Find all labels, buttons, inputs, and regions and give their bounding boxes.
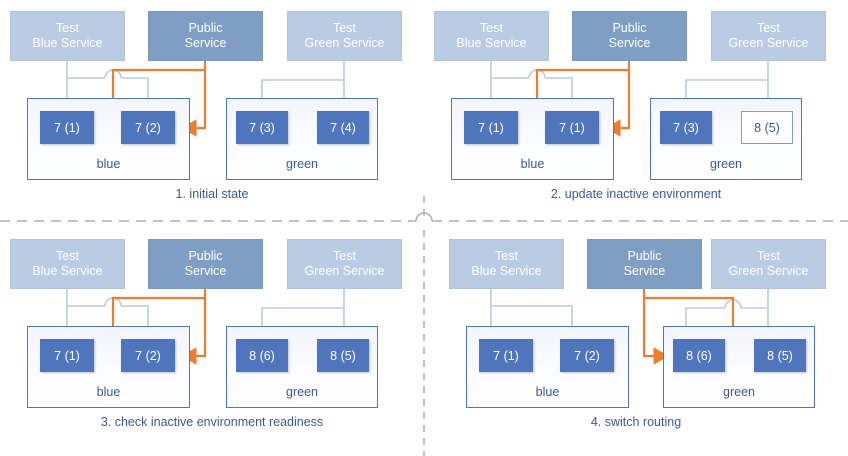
instance-blue-2[interactable]: 7 (2)	[560, 339, 614, 372]
panel-caption: 3. check inactive environment readiness	[100, 415, 324, 429]
service-public[interactable]: Public Service	[148, 239, 263, 289]
panel-caption: 2. update inactive environment	[550, 187, 722, 201]
instance-blue-1[interactable]: 7 (1)	[464, 111, 518, 144]
environment-blue-label: blue	[535, 385, 560, 399]
instance-green-1[interactable]: 8 (6)	[673, 339, 725, 372]
service-public[interactable]: Public Service	[587, 239, 702, 289]
service-test-green[interactable]: Test Green Service	[711, 239, 826, 289]
service-test-blue[interactable]: Test Blue Service	[434, 11, 549, 61]
service-public[interactable]: Public Service	[148, 11, 263, 61]
environment-green-label: green	[286, 385, 318, 399]
environment-green-label: green	[723, 385, 755, 399]
environment-blue-label: blue	[520, 157, 545, 171]
instance-green-2[interactable]: 8 (5)	[754, 339, 806, 372]
instance-green-2[interactable]: 8 (5)	[317, 339, 369, 372]
instance-blue-2[interactable]: 7 (2)	[121, 339, 175, 372]
service-test-green[interactable]: Test Green Service	[711, 11, 826, 61]
environment-blue-label: blue	[96, 157, 121, 171]
environment-blue-label: blue	[96, 385, 121, 399]
panel-caption: 4. switch routing	[590, 415, 682, 429]
instance-green-2[interactable]: 8 (5)	[741, 111, 793, 144]
service-test-green[interactable]: Test Green Service	[287, 11, 402, 61]
service-test-blue[interactable]: Test Blue Service	[10, 11, 125, 61]
panel-initial-state: Test Blue Service Public Service Test Gr…	[0, 0, 424, 228]
panel-switch-routing: Test Blue Service Public Service Test Gr…	[424, 228, 848, 456]
instance-blue-1[interactable]: 7 (1)	[40, 339, 94, 372]
instance-green-1[interactable]: 7 (3)	[660, 111, 712, 144]
panel-update-inactive-environment: Test Blue Service Public Service Test Gr…	[424, 0, 848, 228]
service-test-blue[interactable]: Test Blue Service	[10, 239, 125, 289]
service-public[interactable]: Public Service	[572, 11, 687, 61]
instance-green-1[interactable]: 8 (6)	[236, 339, 288, 372]
instance-blue-2[interactable]: 7 (1)	[545, 111, 599, 144]
environment-green-label: green	[286, 157, 318, 171]
environment-green-label: green	[710, 157, 742, 171]
instance-green-1[interactable]: 7 (3)	[236, 111, 288, 144]
service-test-blue[interactable]: Test Blue Service	[449, 239, 564, 289]
panel-caption: 1. initial state	[175, 187, 249, 201]
instance-blue-1[interactable]: 7 (1)	[479, 339, 533, 372]
service-test-green[interactable]: Test Green Service	[287, 239, 402, 289]
panel-check-inactive-environment-readiness: Test Blue Service Public Service Test Gr…	[0, 228, 424, 456]
instance-blue-2[interactable]: 7 (2)	[121, 111, 175, 144]
instance-green-2[interactable]: 7 (4)	[317, 111, 369, 144]
instance-blue-1[interactable]: 7 (1)	[40, 111, 94, 144]
